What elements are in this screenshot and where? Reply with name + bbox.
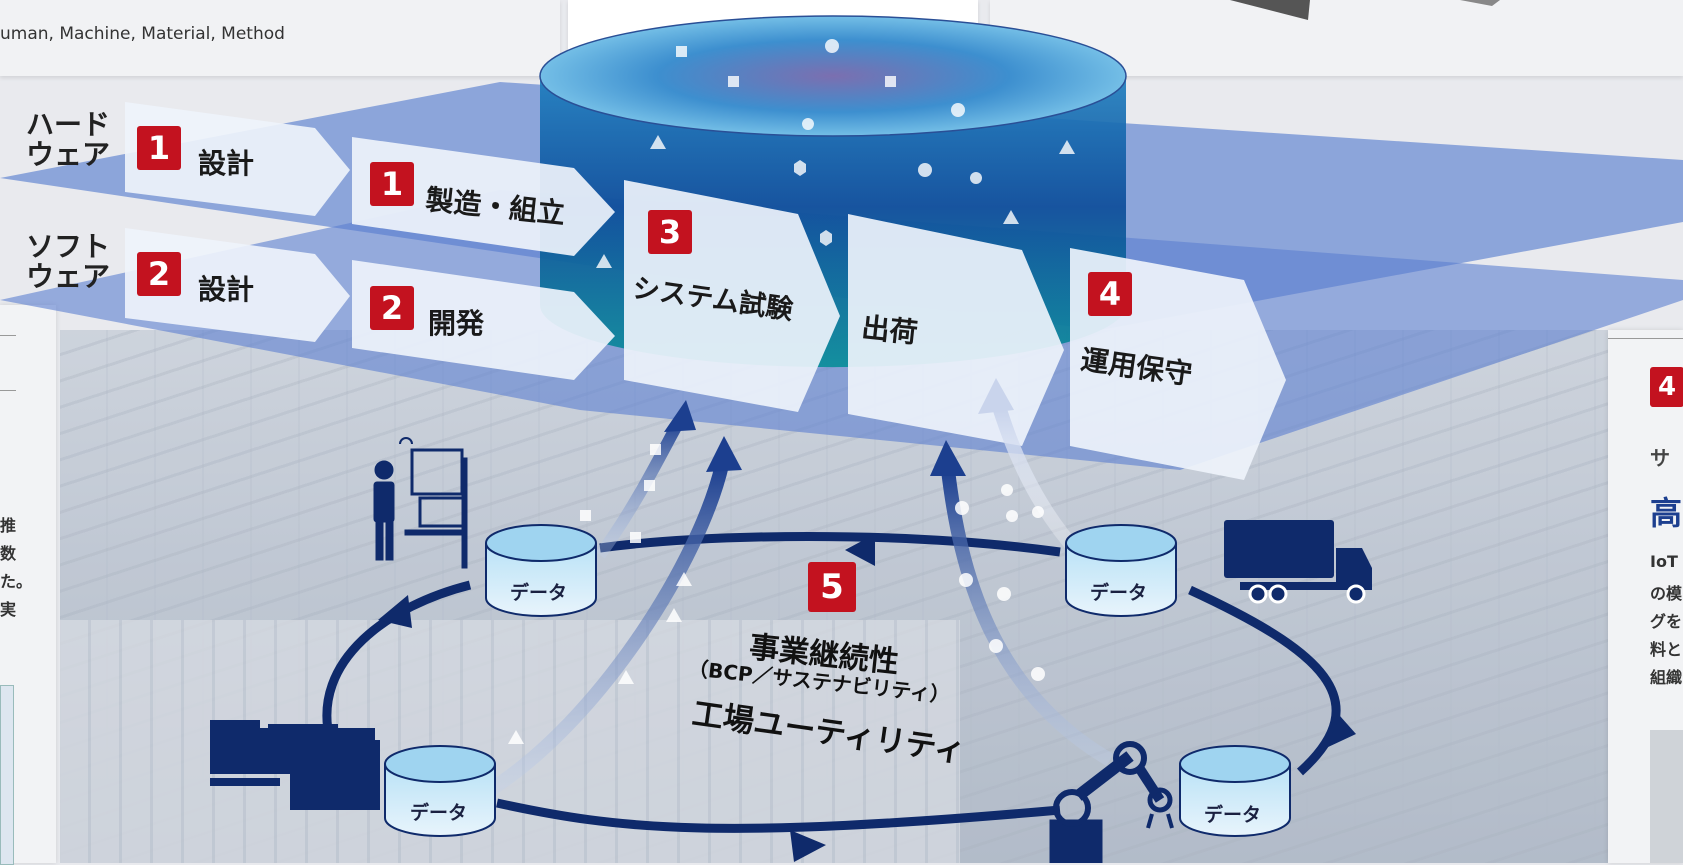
software-layer-label: ソフト ウェア [26,232,110,292]
right-text-2: の模 [1650,584,1683,603]
operation-badge: 4 [1088,272,1132,316]
right-side-panel: 4 サ 高 IoT の模 グを 料と 組織 [1608,330,1683,863]
right-divider [1608,338,1683,339]
device-thumbnail-icon [1230,0,1500,20]
data-label-bottom-right: データ [1204,804,1262,826]
sw-develop-label: 開発 [428,307,485,340]
system-test-badge: 3 [648,210,692,254]
factory-machine-icon [210,720,380,810]
data-cylinder-top-left [485,524,597,617]
data-cylinder-bottom-left [384,745,496,837]
right-heading: 高 [1650,494,1683,532]
hw-manufacture-badge: 1 [370,162,414,206]
left-text-4: 実 [0,600,17,619]
software-label-line2: ウェア [26,260,111,293]
engineer-computer-icon [373,437,468,569]
cycle-loop [322,532,1341,833]
cycle-arrowheads [378,534,1356,862]
robot-arm-icon [1049,741,1174,863]
hardware-label-line1: ハード [26,108,111,141]
data-cylinder-bottom-right [1179,745,1291,837]
chevron-sw-develop [352,260,615,380]
top-caption: uman, Machine, Material, Method [0,24,285,44]
cycle-badge: 5 [808,562,856,612]
right-text-3: グを [1650,612,1683,631]
chevron-hw-design [125,102,350,216]
upward-arrows [486,378,1114,796]
data-cylinders [384,524,1291,837]
hardware-label-line2: ウェア [26,138,111,171]
left-text-2: 数 [0,544,17,563]
hw-design-badge: 1 [137,126,181,170]
hw-design-label: 設計 [198,147,255,180]
software-label-line1: ソフト [26,230,111,263]
right-text-4: 料と [1650,640,1683,659]
right-thumbnail [1650,730,1683,863]
chevron-sw-design [125,228,350,342]
data-label-bottom-left: データ [410,802,468,824]
chevron-hw-manufacture [352,137,615,256]
data-cylinder-top-right [1065,524,1177,617]
chevron-shipment [848,214,1064,446]
data-label-top-left: データ [510,582,568,604]
hardware-layer-label: ハード ウェア [26,110,110,170]
right-text-5: 組織 [1650,668,1683,687]
sw-design-badge: 2 [137,252,181,296]
truck-icon [1224,520,1372,604]
right-text-1: IoT [1650,552,1678,571]
sw-design-label: 設計 [198,273,255,306]
top-card-left: uman, Machine, Material, Method [0,0,560,76]
right-line-1: サ [1650,446,1670,470]
sw-develop-badge: 2 [370,286,414,330]
left-text-3: た。 [0,572,33,591]
shipment-label: 出荷 [860,310,920,350]
left-divider-2 [0,390,16,391]
data-label-top-right: データ [1090,582,1148,604]
left-side-panel: 推 数 た。 実 [0,305,56,865]
left-text-1: 推 [0,516,17,535]
left-divider-1 [0,335,16,336]
right-step-badge: 4 [1650,367,1683,407]
